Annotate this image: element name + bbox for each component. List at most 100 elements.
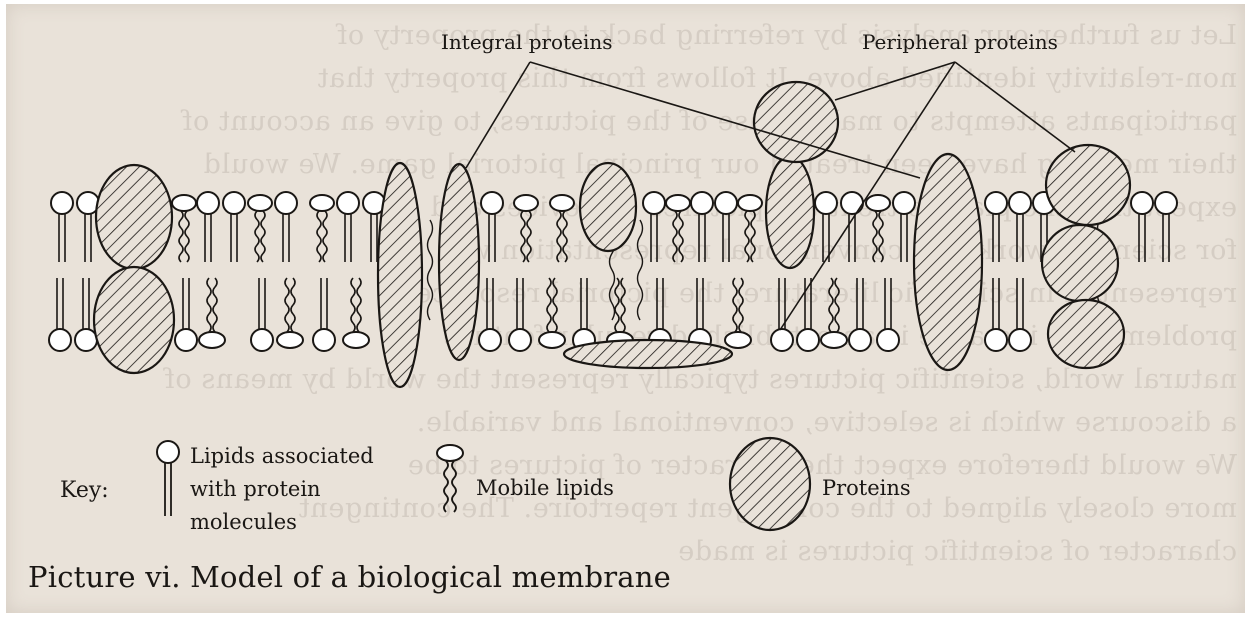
lipid-tail — [679, 211, 683, 262]
lipid-top — [1131, 192, 1153, 262]
protein-right-middle — [1042, 225, 1118, 301]
lipid-top — [223, 192, 245, 262]
lipid-bottom — [985, 278, 1007, 351]
lipid-head — [275, 192, 297, 214]
lipid-head — [1155, 192, 1177, 214]
lipid-top — [550, 195, 574, 262]
lipid-head — [550, 195, 574, 211]
protein-center — [580, 163, 636, 251]
lipid-top — [275, 192, 297, 262]
lipid-head — [514, 195, 538, 211]
lipid-head — [251, 329, 273, 351]
lipid-head — [666, 195, 690, 211]
lipid-tail — [444, 461, 448, 512]
lipid-tail — [291, 278, 295, 332]
lipid-top — [197, 192, 219, 262]
lipid-bottom — [175, 278, 197, 351]
lipid-top — [715, 192, 737, 262]
peripheral-protein-right — [1046, 145, 1130, 225]
protein-vertical — [766, 156, 814, 268]
lipid-head — [877, 329, 899, 351]
lipid-head — [691, 192, 713, 214]
lipid-head — [223, 192, 245, 214]
lipid-tail — [739, 278, 743, 332]
protein-group — [94, 82, 1130, 387]
protein-left-bottom — [94, 267, 174, 373]
lipid-top — [172, 195, 196, 262]
lipid-head — [738, 195, 762, 211]
lipid-top — [481, 192, 503, 262]
lipid-tail — [745, 211, 749, 262]
lipid-tail — [873, 211, 877, 262]
lipid-head — [509, 329, 531, 351]
integral-protein-right — [914, 154, 982, 370]
lipid-tail — [673, 211, 677, 262]
lipid-bottom — [1009, 278, 1031, 351]
lipid-tail — [213, 278, 217, 332]
lipid-top — [337, 192, 359, 262]
integral-protein-left — [378, 163, 422, 387]
lipid-bottom — [849, 278, 871, 351]
proteins-label: Proteins — [822, 476, 911, 500]
protein-left-top — [96, 165, 172, 269]
lipid-tail — [285, 278, 289, 332]
lipid-tail — [452, 461, 456, 512]
lipid-head — [725, 332, 751, 348]
lipid-tail — [357, 278, 361, 332]
associated-lipid-icon — [157, 441, 179, 516]
lipid-head — [1131, 192, 1153, 214]
lipid-tail — [323, 211, 327, 262]
pointer-integral-2 — [530, 62, 920, 178]
lipid-head — [985, 192, 1007, 214]
lipid-head — [51, 192, 73, 214]
lipid-bottom — [313, 278, 335, 351]
lipid-top — [310, 195, 334, 262]
lipid-top — [691, 192, 713, 262]
integral-protein-mid — [439, 164, 479, 360]
lipid-bottom — [821, 278, 847, 348]
lipid-head — [49, 329, 71, 351]
key-title: Key: — [60, 478, 109, 503]
lipid-tail — [207, 278, 211, 332]
lipid-head — [821, 332, 847, 348]
lipid-top — [1009, 192, 1031, 262]
lipid-head — [849, 329, 871, 351]
lipid-head — [893, 192, 915, 214]
lipid-bottom — [49, 278, 71, 351]
lipid-head — [715, 192, 737, 214]
lipid-head — [985, 329, 1007, 351]
lipid-tail — [557, 211, 561, 262]
lipid-bottom — [251, 278, 273, 351]
lipid-bottom — [479, 278, 501, 351]
lipid-head — [343, 332, 369, 348]
lipid-bottom — [509, 278, 531, 351]
lipid-top — [985, 192, 1007, 262]
lipid-top — [866, 195, 890, 262]
lipid-bottom — [199, 278, 225, 348]
lipid-bottom — [797, 278, 819, 351]
lipid-head — [313, 329, 335, 351]
lipid-top — [514, 195, 538, 262]
lipid-top — [1155, 192, 1177, 262]
lipids-associated-label: Lipids associated with protein molecules — [190, 440, 374, 539]
lipid-tail — [547, 278, 551, 332]
lipid-tail — [317, 211, 321, 262]
lipid-head — [481, 192, 503, 214]
lipid-tail — [615, 278, 619, 332]
lipid-bottom — [725, 278, 751, 348]
lipid-head — [248, 195, 272, 211]
lipid-top — [643, 192, 665, 262]
lipid-head — [771, 329, 793, 351]
lipid-tail — [527, 211, 531, 262]
lipid-top — [893, 192, 915, 262]
protein-icon — [730, 438, 810, 530]
mobile-lipid-icon — [437, 445, 463, 512]
lipid-head — [277, 332, 303, 348]
lipid-bottom — [277, 278, 303, 348]
lipid-tail — [733, 278, 737, 332]
lipid-tail — [185, 211, 189, 262]
pointer-integral-1 — [466, 62, 530, 168]
lipid-head — [310, 195, 334, 211]
peripheral-protein-bottom — [564, 340, 732, 368]
